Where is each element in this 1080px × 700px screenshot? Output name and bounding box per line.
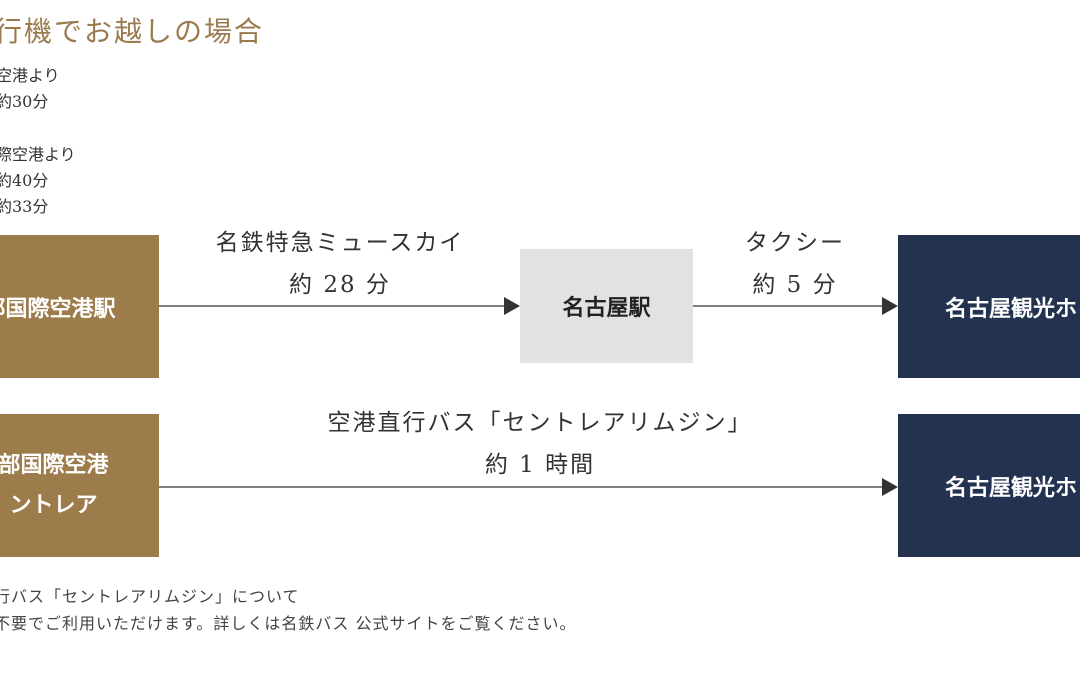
station-box-airport-station: 部国際空港駅 xyxy=(0,235,159,378)
info-line-intl-airport: 際空港より xyxy=(0,145,76,164)
route-train-name: 名鉄特急ミュースカイ xyxy=(215,230,465,256)
station-label-airport-station: 部国際空港駅 xyxy=(0,296,116,322)
arrow-bus-head xyxy=(882,478,898,496)
route-taxi: タクシー 約 5 分 xyxy=(715,222,875,306)
station-label-centrair-line2: ントレア xyxy=(9,492,98,518)
route-train: 名鉄特急ミュースカイ 約 28 分 xyxy=(200,222,480,306)
hotel-box-1: 名古屋観光ホ xyxy=(898,235,1080,378)
route-train-time: 約 28 分 xyxy=(289,272,391,298)
arrow-taxi-head xyxy=(882,297,898,315)
station-label-centrair-line1: 部国際空港 xyxy=(0,452,109,478)
route-taxi-time: 約 5 分 xyxy=(752,272,838,298)
footer-note-title: 行バス「セントレアリムジン」について xyxy=(0,587,300,606)
route-taxi-name: タクシー xyxy=(745,230,845,256)
info-line-time-33: 約33分 xyxy=(0,197,49,216)
station-box-centrair: 部国際空港 ントレア xyxy=(0,414,159,557)
info-line-time-40: 約40分 xyxy=(0,171,49,190)
page-title: 行機でお越しの場合 xyxy=(0,15,265,48)
route-bus-name: 空港直行バス「セントレアリムジン」 xyxy=(327,410,753,436)
info-line-airport: 空港より xyxy=(0,66,60,85)
footer-note-body: 不要でご利用いただけます。詳しくは名鉄バス 公式サイトをご覧ください。 xyxy=(0,614,577,633)
hotel-box-2: 名古屋観光ホ xyxy=(898,414,1080,557)
hotel-label-1: 名古屋観光ホ xyxy=(944,296,1077,322)
route-bus: 空港直行バス「セントレアリムジン」 約 1 時間 xyxy=(300,402,780,486)
station-label-nagoya: 名古屋駅 xyxy=(562,296,651,321)
hotel-label-2: 名古屋観光ホ xyxy=(944,475,1077,501)
info-line-time-30: 約30分 xyxy=(0,92,49,111)
station-box-nagoya: 名古屋駅 xyxy=(520,249,693,363)
route-bus-time: 約 1 時間 xyxy=(484,452,596,478)
arrow-train-head xyxy=(504,297,520,315)
